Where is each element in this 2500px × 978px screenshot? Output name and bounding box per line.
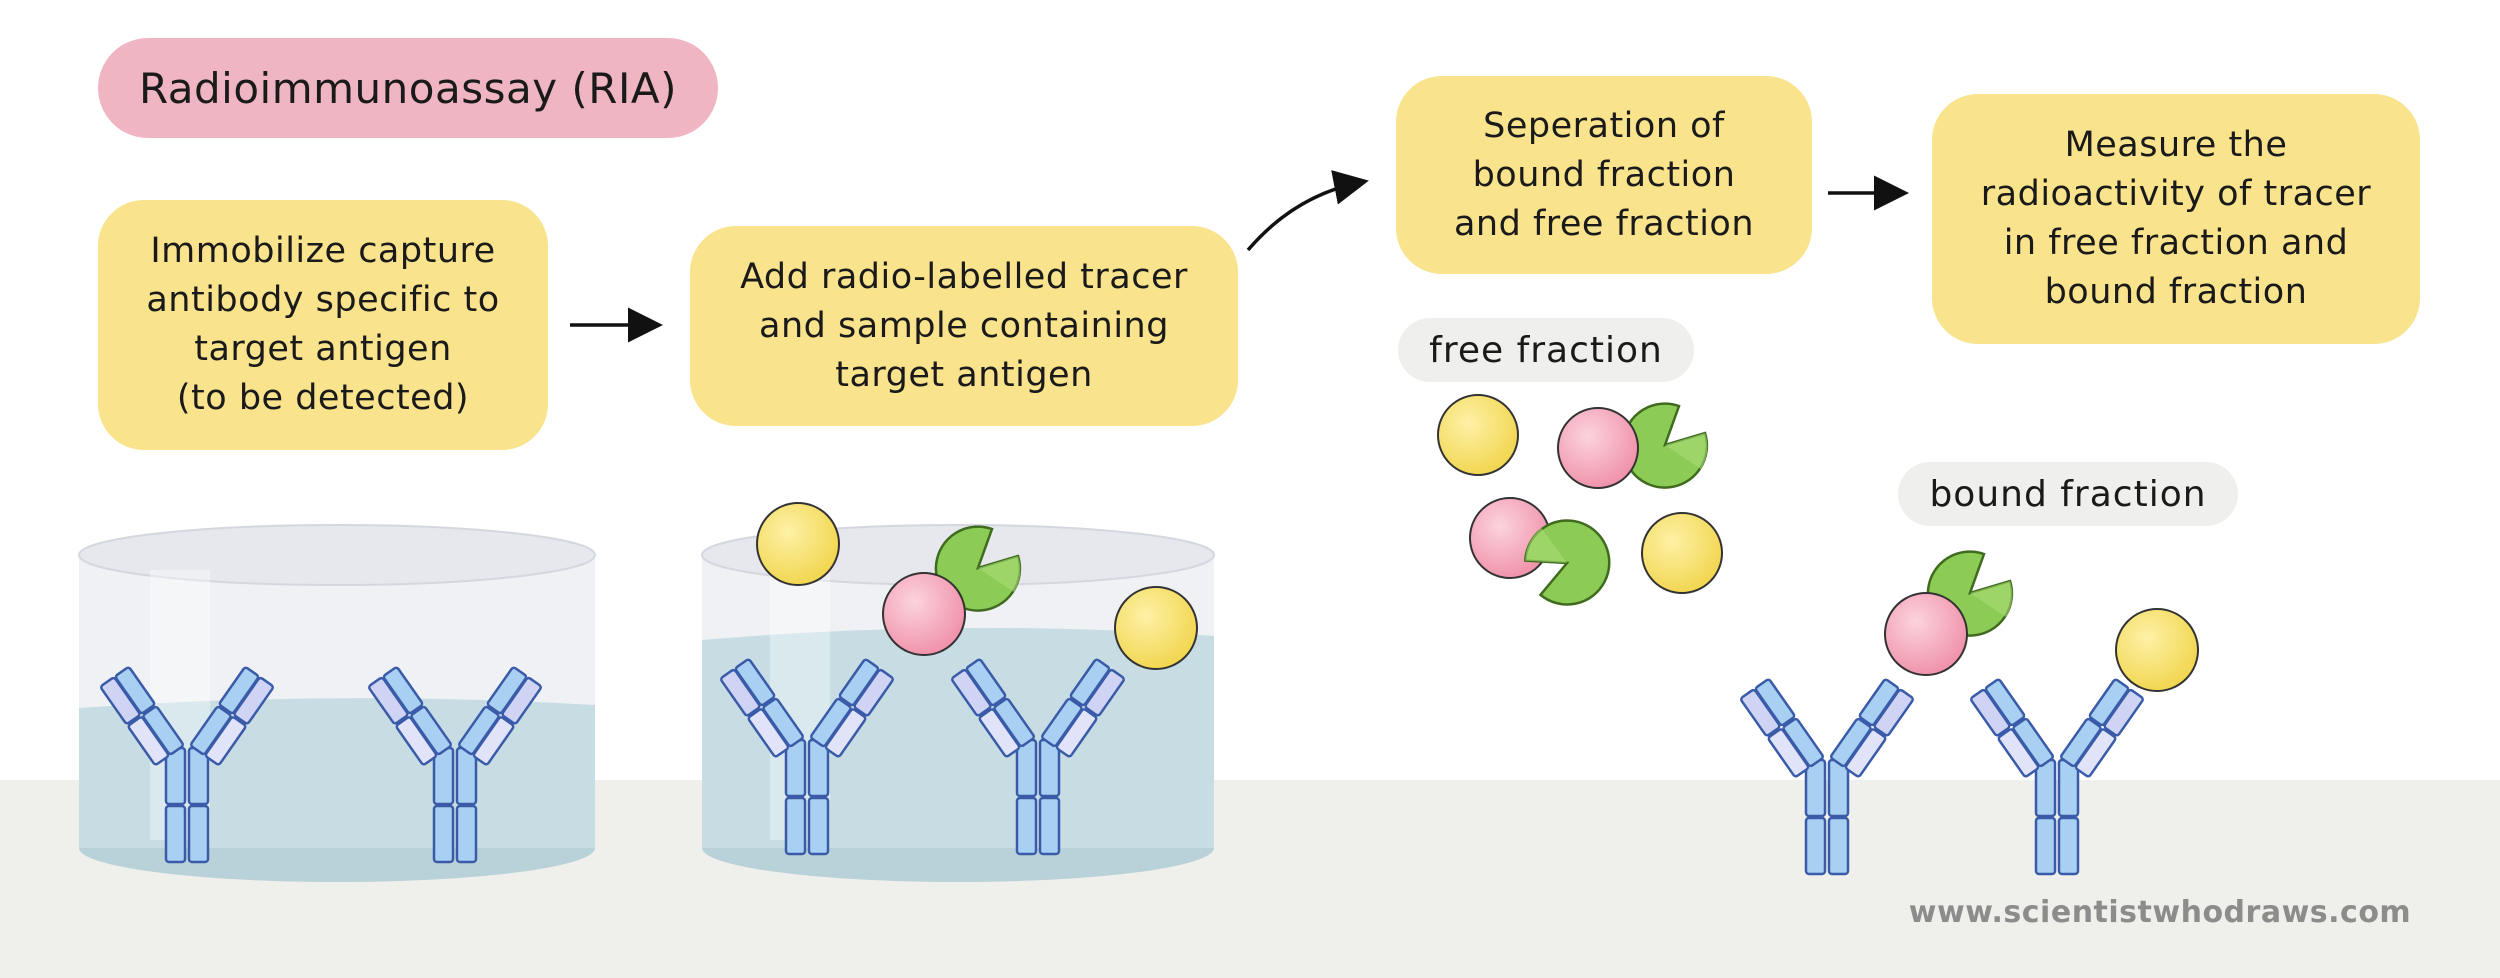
sample-antigen-icon <box>1641 512 1723 594</box>
step-1-line-4: (to be detected) <box>176 378 470 418</box>
diagram-title: Radioimmunoassay (RIA) <box>98 38 718 138</box>
step-2-line-2: and sample containing <box>759 305 1169 346</box>
free-fraction-label: free fraction <box>1398 318 1694 382</box>
step-4-line-4: bound fraction <box>2044 272 2308 312</box>
tracer-antigen-icon <box>1557 407 1639 489</box>
tracer-antigen-icon <box>882 572 966 656</box>
step-1-line-3: target antigen <box>194 329 452 369</box>
step-4-line-3: in free fraction and <box>2003 223 2349 263</box>
step-4-line-2: radioactivity of tracer <box>1980 174 2372 214</box>
step-2-line-1: Add radio-labelled tracer <box>740 256 1188 297</box>
step-3-line-3: and free fraction <box>1453 203 1755 244</box>
arrow-icon <box>1246 170 1369 252</box>
sample-antigen-icon <box>1437 394 1519 476</box>
step-1-line-1: Immobilize capture <box>150 231 496 271</box>
step-3-line-1: Seperation of <box>1483 105 1725 146</box>
step-2-line-3: target antigen <box>835 354 1093 395</box>
sample-antigen-icon <box>2115 608 2199 692</box>
tracer-antigen-icon <box>1884 592 1968 676</box>
bound-fraction-label: bound fraction <box>1898 462 2238 526</box>
step-1-box: Immobilize capture antibody specific to … <box>98 200 548 450</box>
sample-antigen-icon <box>756 502 840 586</box>
step-3-line-2: bound fraction <box>1472 154 1736 195</box>
sample-antigen-icon <box>1114 586 1198 670</box>
step-4-box: Measure the radioactivity of tracer in f… <box>1932 94 2420 344</box>
step-2-box: Add radio-labelled tracer and sample con… <box>690 226 1238 426</box>
step-1-line-2: antibody specific to <box>146 280 500 320</box>
credit-watermark: www.scientistwhodraws.com <box>1908 895 2412 930</box>
step-4-line-1: Measure the <box>2064 125 2288 165</box>
step-3-box: Seperation of bound fraction and free fr… <box>1396 76 1812 274</box>
